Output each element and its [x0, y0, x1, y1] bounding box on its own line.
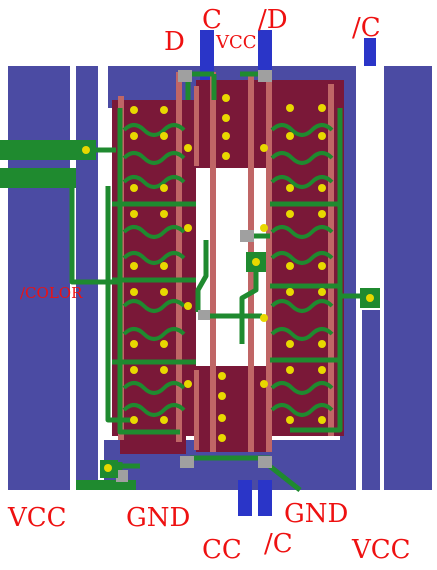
metal1-block-left-inner — [76, 66, 98, 490]
contact-layer — [82, 94, 374, 472]
diffusion-bottom-center — [196, 366, 268, 452]
d-input-bar — [0, 140, 96, 160]
label-vcc-top: VCC — [215, 32, 257, 53]
metal1-strip-right — [362, 310, 380, 490]
label-vcc-bottom-right: VCC — [351, 535, 411, 565]
diffusion-stub-left — [120, 436, 186, 454]
vcc-rail-left — [8, 66, 70, 490]
label-vcc-bottom-left: VCC — [7, 503, 67, 533]
routing-layer — [0, 71, 370, 492]
via-layer — [116, 70, 272, 482]
color-net — [69, 186, 120, 285]
label-gnd-bottom-right: GND — [284, 499, 348, 529]
diffusion-top-center — [196, 80, 268, 168]
metal1-layer — [8, 66, 432, 490]
label-nc-bottom: /C — [264, 529, 293, 559]
label-d-top: D — [164, 27, 185, 57]
metal2-d-line — [200, 30, 214, 80]
metal2-nc-line — [364, 38, 376, 66]
vcc-rail-right — [384, 66, 432, 490]
metal2-layer — [200, 30, 376, 516]
label-c-top: C — [202, 5, 222, 35]
serpentine-routing — [122, 123, 334, 417]
labels: D C VCC /D /C /COLOR VCC GND GND CC /C V… — [7, 5, 411, 565]
c-input-bar — [0, 168, 76, 188]
metal2-cc-line — [238, 480, 252, 516]
metal2-nd-line — [258, 30, 272, 80]
label-nd-top: /D — [258, 5, 288, 35]
label-gnd-bottom-left: GND — [126, 503, 190, 533]
metal2-nc-bottom-line — [258, 480, 272, 516]
gnd-bottom-link — [76, 480, 136, 490]
label-nc-top: /C — [352, 13, 381, 43]
label-color: /COLOR — [20, 284, 83, 302]
metal1-block-right — [340, 66, 358, 490]
label-cc-bottom: CC — [202, 535, 242, 565]
